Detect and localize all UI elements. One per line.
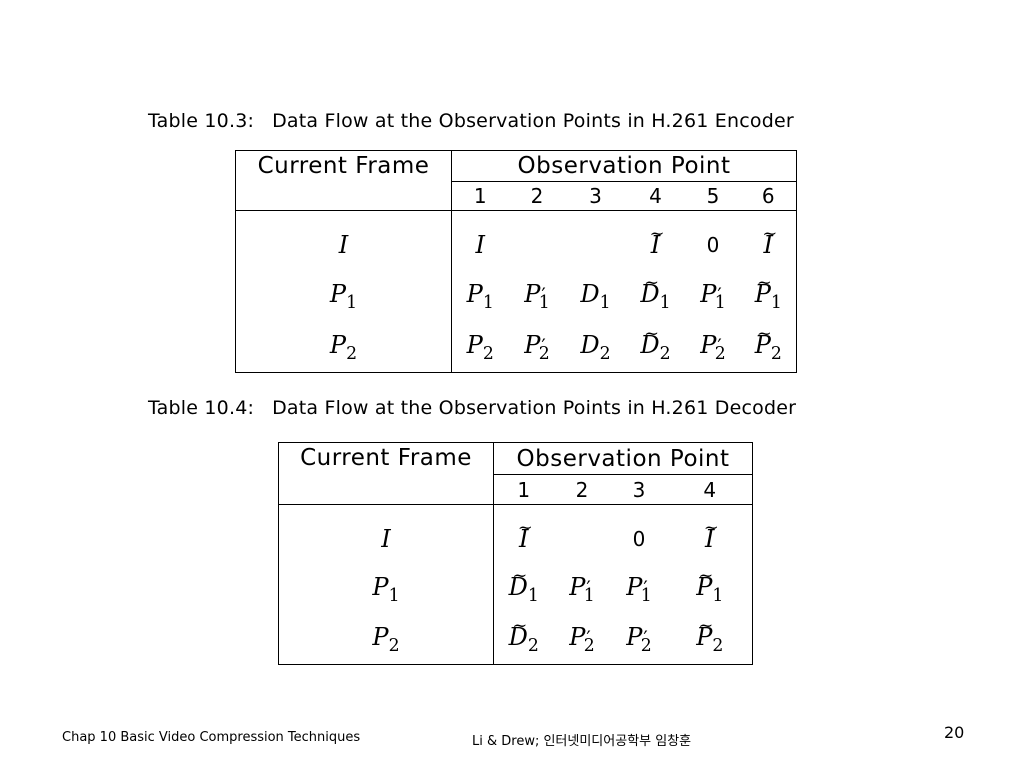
encoder-cell — [566, 211, 626, 271]
decoder-cell: P′1 — [569, 572, 595, 607]
encoder-table: Current Frame Observation Point 1 2 3 4 … — [235, 150, 798, 373]
decoder-row-label-p1: P1 — [278, 564, 494, 615]
encoder-cell: 0 — [706, 232, 720, 257]
encoder-col-5: 5 — [685, 181, 741, 211]
decoder-cell: P2 — [667, 614, 754, 665]
decoder-cell: P′2 — [553, 614, 611, 665]
encoder-cell: D1 — [626, 271, 686, 323]
encoder-row-label-p1: P1 — [235, 270, 452, 323]
table-10-4-caption: Table 10.4: Data Flow at the Observation … — [148, 397, 796, 419]
encoder-col-1: 1 — [451, 181, 509, 211]
decoder-cell: I — [667, 504, 754, 565]
encoder-cell: D2 — [565, 322, 626, 373]
decoder-cell: D1 — [493, 564, 554, 615]
encoder-col-3: 3 — [565, 181, 626, 211]
decoder-cell: I — [493, 504, 554, 565]
page-number: 20 — [944, 723, 965, 742]
encoder-cell: I — [451, 210, 509, 271]
decoder-cell: D2 — [493, 614, 554, 665]
decoder-col-4: 4 — [667, 474, 754, 505]
encoder-cell: P2 — [740, 322, 798, 373]
encoder-cell: I — [626, 211, 686, 271]
decoder-col-2: 2 — [553, 474, 611, 505]
decoder-col-3: 3 — [610, 474, 668, 505]
encoder-header-current-frame: Current Frame — [235, 150, 452, 211]
encoder-col-6: 6 — [740, 181, 798, 211]
footer-authors: Li & Drew; 인터넷미디어공학부 임창훈 — [472, 734, 692, 749]
encoder-cell: P′2 — [685, 322, 741, 373]
decoder-header-current-frame: Current Frame — [278, 442, 494, 505]
encoder-col-2: 2 — [508, 181, 566, 211]
decoder-header-observation-point: Observation Point — [492, 442, 754, 475]
table-row: P1 D1 P′1 P′1 P1 — [278, 564, 754, 615]
encoder-cell: D2 — [625, 322, 686, 373]
encoder-cell: I — [740, 210, 798, 271]
encoder-row-label-p2: P2 — [235, 322, 452, 373]
table-10-3-caption-text: Data Flow at the Observation Points in H… — [272, 110, 794, 132]
decoder-column-numbers: 1 2 3 4 — [279, 474, 754, 505]
encoder-cell: P2 — [451, 322, 509, 373]
decoder-col-1: 1 — [493, 474, 554, 505]
table-row: P1 P1 P′1 D1 D1 P′1 P1 — [235, 270, 798, 323]
encoder-cell: P′1 — [524, 279, 550, 314]
table-row: P2 P2 P′2 D2 D2 P′2 P2 — [235, 322, 798, 373]
encoder-cell: P′2 — [508, 322, 566, 373]
encoder-header-observation-point: Observation Point — [450, 150, 798, 182]
decoder-cell: P′1 — [626, 572, 652, 607]
decoder-row-label-i: I — [278, 504, 494, 565]
table-row: P2 D2 P′2 P′2 P2 — [278, 614, 754, 665]
table-10-3-caption-label: Table 10.3: — [148, 110, 255, 132]
decoder-cell: P′2 — [610, 614, 668, 665]
encoder-column-numbers: 1 2 3 4 5 6 — [236, 181, 798, 211]
table-10-4-caption-label: Table 10.4: — [148, 397, 255, 419]
table-row: I I I 0 I — [235, 210, 798, 271]
table-row: I I 0 I — [278, 504, 754, 565]
encoder-cell: P1 — [451, 270, 509, 323]
encoder-col-4: 4 — [625, 181, 686, 211]
decoder-cell — [554, 505, 611, 565]
table-10-3-caption: Table 10.3: Data Flow at the Observation … — [148, 110, 794, 132]
encoder-cell: P1 — [740, 270, 798, 323]
encoder-row-label-i: I — [235, 210, 452, 271]
decoder-table: Current Frame Observation Point 1 2 3 4 … — [278, 442, 754, 665]
footer-chapter-title: Chap 10 Basic Video Compression Techniqu… — [62, 730, 361, 745]
table-10-4-caption-text: Data Flow at the Observation Points in H… — [272, 397, 797, 419]
encoder-cell — [509, 211, 566, 271]
decoder-cell: P1 — [667, 564, 754, 615]
encoder-cell: D1 — [580, 279, 611, 314]
encoder-cell: P′1 — [700, 279, 726, 314]
decoder-row-label-p2: P2 — [278, 614, 494, 665]
decoder-cell: 0 — [632, 526, 646, 551]
